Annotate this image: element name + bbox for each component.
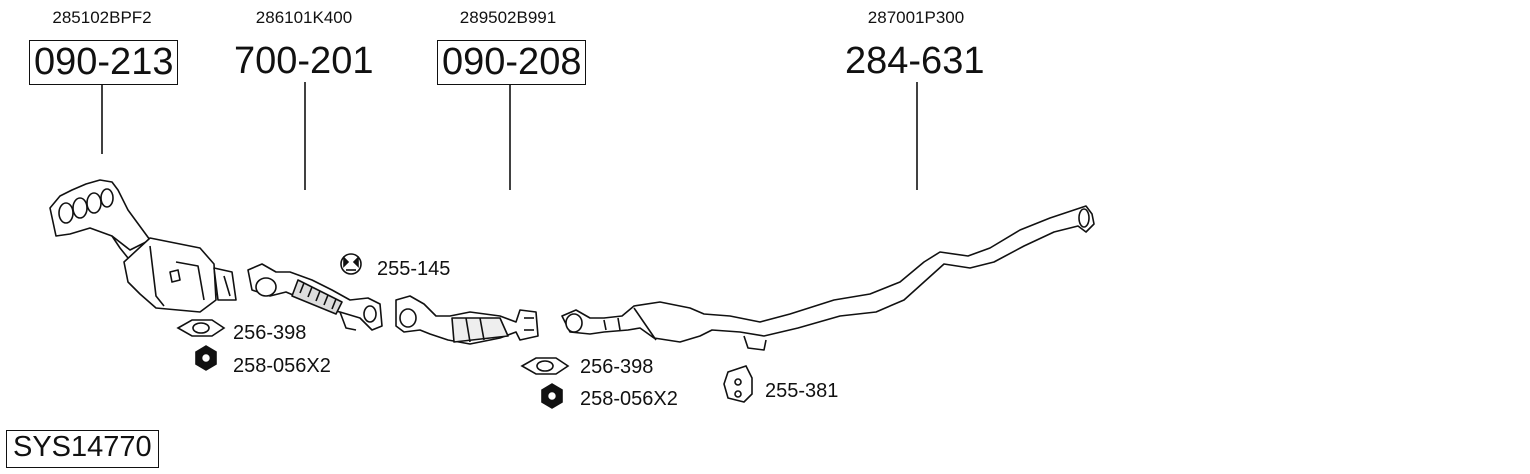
oem-code-4: 287001P300 — [867, 8, 965, 27]
accessory-label-gasket-1[interactable]: 256-398 — [233, 322, 307, 344]
gasket-icon — [520, 357, 570, 375]
oem-code-3: 289502B991 — [459, 8, 557, 27]
accessory-label-nut-2[interactable]: 258-056X2 — [580, 388, 678, 410]
flex-pipe-part — [247, 263, 383, 331]
catalyst-part — [395, 295, 539, 345]
hex-nut-icon — [541, 383, 563, 409]
rubber-hanger-icon — [340, 253, 362, 275]
accessory-label-nut-1[interactable]: 258-056X2 — [233, 355, 331, 377]
part-number-2[interactable]: 700-201 — [234, 40, 374, 82]
rear-silencer-part — [561, 205, 1095, 351]
accessory-label-hanger[interactable]: 255-145 — [377, 258, 451, 280]
part-number-4[interactable]: 284-631 — [845, 40, 985, 82]
rubber-mount-icon — [723, 365, 753, 403]
accessory-label-mount[interactable]: 255-381 — [765, 380, 839, 402]
gasket-icon — [176, 319, 226, 337]
oem-code-2: 286101K400 — [255, 8, 353, 27]
system-code: SYS14770 — [6, 430, 159, 468]
part-number-3[interactable]: 090-208 — [437, 40, 587, 85]
hex-nut-icon — [195, 345, 217, 371]
oem-code-1: 285102BPF2 — [52, 8, 152, 27]
accessory-label-gasket-2[interactable]: 256-398 — [580, 356, 654, 378]
part-number-1[interactable]: 090-213 — [29, 40, 179, 85]
manifold-catalyst-part — [49, 179, 237, 313]
